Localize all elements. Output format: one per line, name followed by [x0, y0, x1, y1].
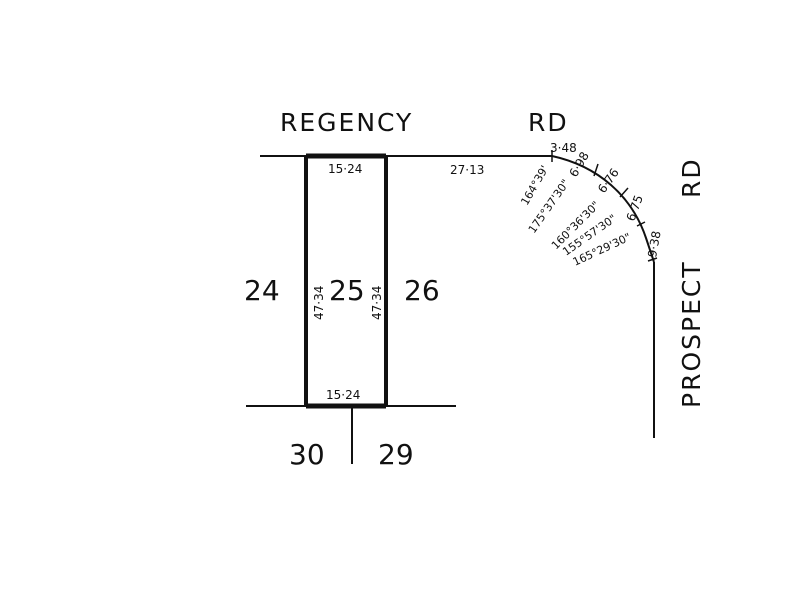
lot-number-26: 26 [404, 274, 440, 307]
prospect-road-name: PROSPECT [677, 260, 706, 408]
side-dimension-right: 47·34 [370, 286, 384, 320]
curve-tick [647, 257, 658, 262]
prospect-road-suffix: RD [677, 157, 706, 198]
lot-number-24: 24 [244, 274, 280, 307]
regency-road-suffix: RD [528, 108, 569, 137]
frontage-dimension-bottom: 15·24 [326, 388, 360, 402]
curve-chord-dimension: 6·75 [624, 193, 646, 223]
curve-tick [593, 163, 599, 177]
regency-road-name: REGENCY [280, 108, 413, 137]
curve-chord-dimension: 3·48 [550, 141, 577, 155]
frontage-dimension-top: 15·24 [328, 162, 362, 176]
curve-tick [636, 221, 646, 227]
lot-number-29: 29 [378, 438, 414, 471]
road-frontage-dimension: 27·13 [450, 163, 484, 177]
curve-chord-dimension: 9·38 [645, 230, 663, 259]
side-dimension-left: 47·34 [312, 286, 326, 320]
lot-number-30: 30 [289, 438, 325, 471]
curve-tick [619, 187, 629, 198]
corner-truncation-curve [551, 155, 655, 263]
lot-number-25: 25 [329, 274, 365, 307]
